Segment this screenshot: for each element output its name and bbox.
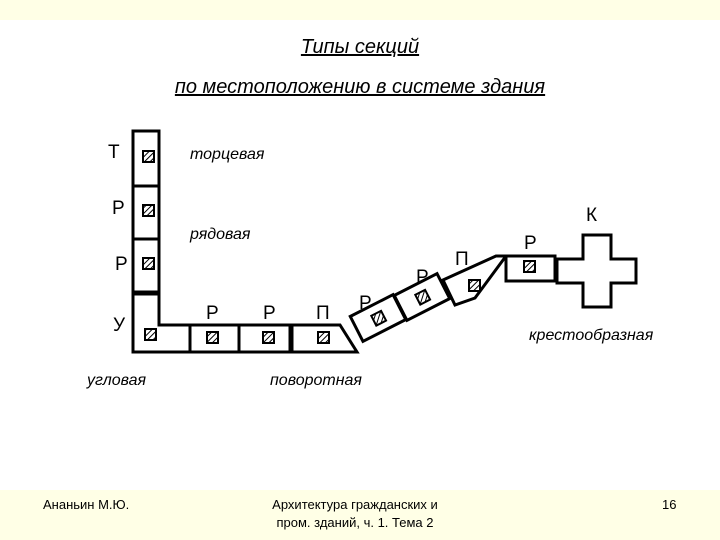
- page-number: 16: [662, 497, 677, 512]
- section-row-h2: [237, 323, 292, 354]
- slide-title: Типы секций: [300, 36, 420, 58]
- letter-r-4: Р: [263, 303, 276, 324]
- letter-u: У: [113, 315, 126, 336]
- top-band: [0, 0, 720, 20]
- letter-r-2: Р: [115, 254, 128, 275]
- label-cross: крестообразная: [529, 327, 654, 344]
- letter-t: Т: [108, 142, 120, 163]
- label-row: рядовая: [190, 226, 251, 243]
- footer-band: [0, 490, 720, 540]
- letter-p-2: П: [455, 249, 469, 270]
- letter-r-1: Р: [112, 198, 125, 219]
- letter-r-5: Р: [359, 293, 372, 314]
- letter-r-7: Р: [524, 233, 537, 254]
- letter-p-1: П: [316, 303, 330, 324]
- section-row-1: [131, 184, 161, 241]
- section-end: [131, 129, 161, 188]
- section-turn-upper: [440, 254, 509, 307]
- label-turn: поворотная: [270, 372, 362, 389]
- section-row-2: [131, 237, 161, 294]
- footer-course-line2: пром. зданий, ч. 1. Тема 2: [276, 515, 434, 530]
- slide-subtitle: по местоположению в системе здания: [174, 76, 546, 98]
- footer-course-line1: Архитектура гражданских и: [272, 497, 438, 512]
- section-turn: [290, 323, 360, 354]
- letter-k: К: [586, 205, 597, 226]
- label-end: торцевая: [190, 146, 265, 163]
- label-corner: угловая: [87, 372, 147, 389]
- section-row-upper: [504, 254, 557, 283]
- letter-r-6: Р: [416, 267, 429, 288]
- section-cross: [555, 233, 638, 309]
- letter-r-3: Р: [206, 303, 219, 324]
- section-row-h1: [188, 323, 241, 354]
- section-row-diag-2: [392, 271, 452, 323]
- footer-author: Ананьин М.Ю.: [43, 497, 130, 512]
- section-corner: [131, 292, 192, 354]
